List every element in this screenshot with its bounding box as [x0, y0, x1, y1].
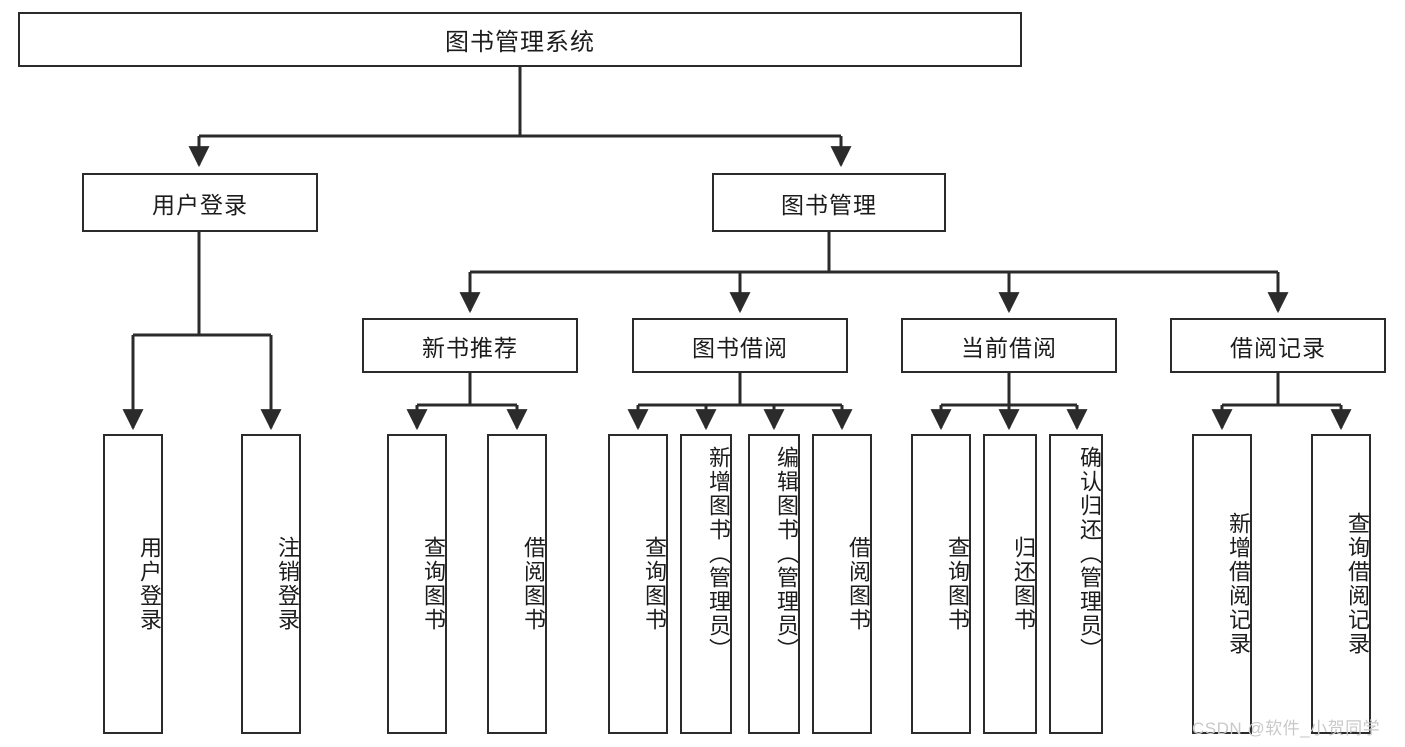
- node-book-borrow[interactable]: 图书借阅: [632, 318, 848, 373]
- leaf-borrow-book-borrow[interactable]: 借阅图书: [812, 434, 872, 734]
- node-user-login[interactable]: 用户登录: [82, 173, 318, 232]
- leaf-return-book[interactable]: 归还图书: [983, 434, 1037, 734]
- leaf-confirm-return-admin[interactable]: 确认归还（管理员）: [1049, 434, 1103, 734]
- node-book-management[interactable]: 图书管理: [712, 173, 946, 232]
- node-borrow-record[interactable]: 借阅记录: [1170, 318, 1386, 373]
- leaf-user-login[interactable]: 用户登录: [103, 434, 163, 734]
- node-root-system[interactable]: 图书管理系统: [18, 12, 1022, 67]
- leaf-query-book-current[interactable]: 查询图书: [911, 434, 971, 734]
- csdn-watermark: CSDN @软件_小贺同学: [1192, 719, 1381, 738]
- leaf-query-book-recommend[interactable]: 查询图书: [387, 434, 447, 734]
- leaf-edit-book-admin[interactable]: 编辑图书（管理员）: [748, 434, 800, 734]
- node-new-book-recommend[interactable]: 新书推荐: [362, 318, 578, 373]
- leaf-add-borrow-record[interactable]: 新增借阅记录: [1192, 434, 1252, 734]
- node-current-borrow[interactable]: 当前借阅: [901, 318, 1117, 373]
- leaf-borrow-book-recommend[interactable]: 借阅图书: [487, 434, 547, 734]
- leaf-add-book-admin[interactable]: 新增图书（管理员）: [680, 434, 732, 734]
- leaf-query-book-borrow[interactable]: 查询图书: [608, 434, 668, 734]
- leaf-logout[interactable]: 注销登录: [241, 434, 301, 734]
- leaf-query-borrow-record[interactable]: 查询借阅记录: [1311, 434, 1371, 734]
